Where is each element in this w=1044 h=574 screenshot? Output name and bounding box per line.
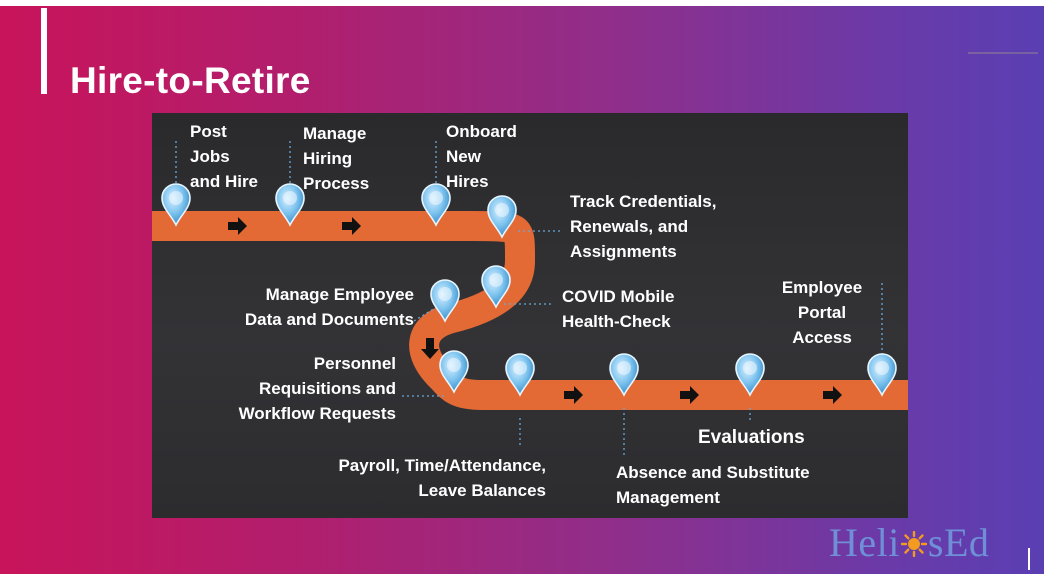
stage-label-track-credentials: Track Credentials, Renewals, and Assignm… (570, 192, 717, 261)
sun-icon (900, 522, 928, 566)
stage-label-onboard: Onboard New Hires (446, 122, 517, 191)
stage-label-personnel-requisitions: Personnel Requisitions and Workflow Requ… (238, 354, 396, 423)
decorative-line (968, 52, 1038, 54)
stage-label-absence: Absence and Substitute Management (616, 463, 810, 507)
logo-text-end: sEd (927, 520, 990, 565)
leader-lines (175, 141, 883, 456)
roadmap-graphic (152, 141, 908, 456)
stage-label-employee-data: Manage Employee Data and Documents (244, 285, 414, 329)
stage-label-manage-hiring: Manage Hiring Process (303, 124, 370, 193)
roadmap-diagram: Post Jobs and Hire Manage Hiring Process… (152, 113, 908, 518)
stage-label-evaluations: Evaluations (698, 427, 805, 448)
logo-divider (1028, 548, 1030, 570)
arrow-down-icon (421, 338, 439, 359)
slide-title: Hire-to-Retire (70, 60, 311, 101)
top-border (0, 0, 1044, 6)
arrow-right-icon (680, 386, 699, 404)
arrow-right-icon (823, 386, 842, 404)
stage-label-payroll: Payroll, Time/Attendance, Leave Balances (338, 456, 546, 500)
stage-label-post-jobs: Post Jobs and Hire (190, 122, 259, 191)
road-path (152, 211, 908, 410)
stage-label-covid-check: COVID Mobile Health-Check (562, 287, 675, 331)
heliosed-logo: Heli sEd (829, 521, 989, 569)
title-accent-bar (41, 8, 47, 94)
stage-label-employee-portal: Employee Portal Access (781, 278, 863, 347)
arrow-right-icon (342, 217, 361, 235)
arrow-right-icon (564, 386, 583, 404)
direction-arrows (228, 217, 842, 404)
logo-text-start: Heli (829, 520, 900, 565)
arrow-right-icon (228, 217, 247, 235)
